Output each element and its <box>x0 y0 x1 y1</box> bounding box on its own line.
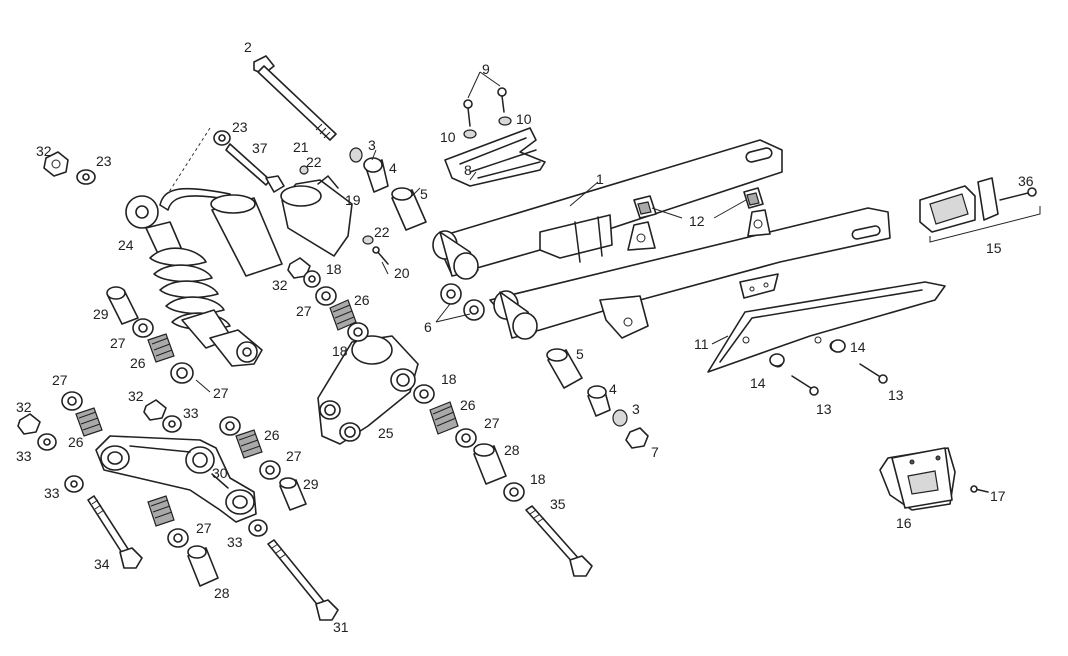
label-33: 33 <box>16 448 32 464</box>
label-4: 4 <box>389 160 397 176</box>
label-29: 29 <box>93 306 109 322</box>
label-21: 21 <box>293 139 309 155</box>
label-8: 8 <box>464 162 472 178</box>
arm-left-bolt <box>64 475 143 569</box>
label-12: 12 <box>689 213 705 229</box>
shock-absorber <box>125 127 283 367</box>
arm-right-bolt <box>248 519 339 621</box>
leader-lines <box>195 71 747 393</box>
label-35: 35 <box>550 496 566 512</box>
label-23: 23 <box>96 153 112 169</box>
left-bushing-stack <box>106 286 194 384</box>
label-20: 20 <box>394 265 410 281</box>
label-27: 27 <box>213 385 229 401</box>
label-26: 26 <box>460 397 476 413</box>
label-26: 26 <box>354 292 370 308</box>
label-32: 32 <box>128 388 144 404</box>
rocker-bolt <box>525 505 593 577</box>
label-33: 33 <box>183 405 199 421</box>
label-31: 31 <box>333 619 349 635</box>
label-32: 32 <box>16 399 32 415</box>
chain-guide-block <box>879 447 989 511</box>
label-9: 9 <box>482 61 490 77</box>
label-18: 18 <box>441 371 457 387</box>
label-33: 33 <box>44 485 60 501</box>
label-15: 15 <box>986 240 1002 256</box>
label-30: 30 <box>212 465 228 481</box>
label-24: 24 <box>118 237 134 253</box>
label-37: 37 <box>252 140 268 156</box>
label-27: 27 <box>110 335 126 351</box>
reservoir-clamp <box>280 165 389 265</box>
label-34: 34 <box>94 556 110 572</box>
label-3: 3 <box>632 401 640 417</box>
label-22: 22 <box>306 154 322 170</box>
label-5: 5 <box>576 346 584 362</box>
rocker-bushing-stack-lower <box>413 384 525 502</box>
linkage-arm <box>95 435 257 523</box>
rocker-bushing-stack-upper <box>287 257 369 342</box>
label-13: 13 <box>816 401 832 417</box>
label-27: 27 <box>484 415 500 431</box>
chain-slider <box>444 87 546 187</box>
swingarm <box>432 139 891 340</box>
label-1: 1 <box>596 171 604 187</box>
label-5: 5 <box>420 186 428 202</box>
label-28: 28 <box>504 442 520 458</box>
label-18: 18 <box>332 343 348 359</box>
callout-labels: 1 2 3 3 4 4 5 5 6 7 8 9 10 10 11 12 13 1… <box>16 39 1034 635</box>
label-22: 22 <box>374 224 390 240</box>
label-26: 26 <box>264 427 280 443</box>
upper-bushings <box>349 147 427 231</box>
label-32: 32 <box>272 277 288 293</box>
label-23: 23 <box>232 119 248 135</box>
label-27: 27 <box>196 520 212 536</box>
label-26: 26 <box>130 355 146 371</box>
label-14: 14 <box>750 375 766 391</box>
chain-guide-clips <box>633 187 764 219</box>
label-17: 17 <box>990 488 1006 504</box>
middle-bushing-stack <box>143 399 307 511</box>
label-7: 7 <box>651 444 659 460</box>
lower-left-bushing-stack <box>17 391 103 451</box>
label-25: 25 <box>378 425 394 441</box>
label-32: 32 <box>36 143 52 159</box>
label-11: 11 <box>694 336 709 352</box>
label-2: 2 <box>244 39 252 55</box>
chain-guard <box>707 281 946 373</box>
label-27: 27 <box>286 448 302 464</box>
label-10: 10 <box>516 111 532 127</box>
label-4: 4 <box>609 381 617 397</box>
label-27: 27 <box>296 303 312 319</box>
label-29: 29 <box>303 476 319 492</box>
long-bolt <box>253 55 337 141</box>
linkage-rocker <box>317 335 419 445</box>
label-28: 28 <box>214 585 230 601</box>
label-18: 18 <box>326 261 342 277</box>
label-3: 3 <box>368 137 376 153</box>
label-26: 26 <box>68 434 84 450</box>
label-6: 6 <box>424 319 432 335</box>
arm-lower-bushing-stack <box>147 495 219 587</box>
lower-bushings <box>546 348 649 449</box>
label-10: 10 <box>440 129 456 145</box>
label-18: 18 <box>530 471 546 487</box>
label-13: 13 <box>888 387 904 403</box>
chain-slider-block <box>919 177 1041 243</box>
guard-bolts <box>769 339 888 396</box>
label-27: 27 <box>52 372 68 388</box>
shock-top-bolt <box>43 130 285 193</box>
label-16: 16 <box>896 515 912 531</box>
label-33: 33 <box>227 534 243 550</box>
label-36: 36 <box>1018 173 1034 189</box>
pivot-washers <box>440 283 485 321</box>
label-14: 14 <box>850 339 866 355</box>
label-19: 19 <box>345 192 361 208</box>
